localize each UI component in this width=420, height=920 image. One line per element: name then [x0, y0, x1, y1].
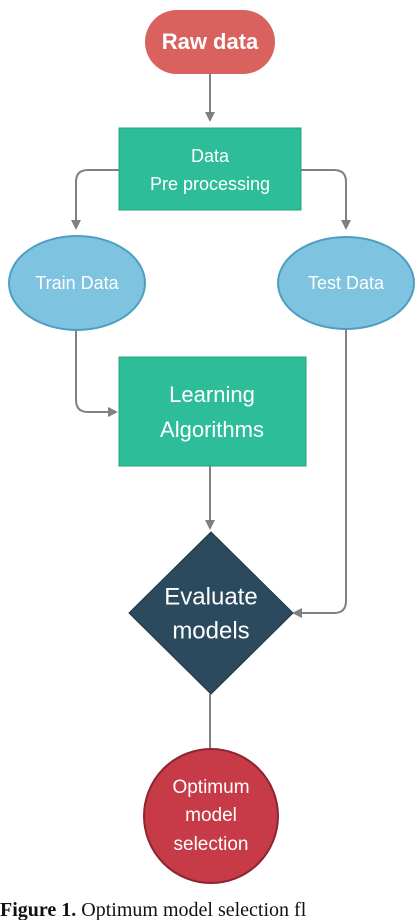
- node-evaluate-models: Evaluate models: [128, 531, 294, 695]
- preprocessing-label-line2: Pre processing: [150, 174, 270, 194]
- connector-preprocessing-to-train: [71, 169, 119, 230]
- preprocessing-label-line1: Data: [191, 146, 230, 166]
- node-optimum-model-selection: Optimum model selection: [143, 748, 279, 884]
- evaluate-models-label-line1: Evaluate: [164, 583, 257, 610]
- evaluate-models-label-line2: models: [172, 617, 249, 644]
- learning-algorithms-label-line2: Algorithms: [160, 417, 264, 442]
- optimum-label-line1: Optimum: [172, 777, 249, 798]
- train-data-label: Train Data: [35, 273, 119, 293]
- preprocessing-shape: [118, 127, 302, 211]
- evaluate-models-shape: [128, 531, 294, 695]
- connector-train-to-learning: [75, 328, 118, 417]
- node-train-data: Train Data: [8, 235, 146, 331]
- connectors: [71, 74, 351, 750]
- test-data-label: Test Data: [308, 273, 385, 293]
- optimum-model-selection-shape: [143, 748, 279, 884]
- node-learning-algorithms: Learning Algorithms: [118, 356, 307, 467]
- figure-caption-text: Optimum model selection fl: [81, 900, 307, 920]
- learning-algorithms-label-line1: Learning: [169, 382, 255, 407]
- figure-caption-label: Figure 1.: [0, 900, 77, 920]
- learning-algorithms-shape: [118, 356, 307, 467]
- figure-caption: Figure 1. Optimum model selection fl: [0, 900, 420, 920]
- raw-data-shape: [145, 10, 275, 74]
- connector-preprocessing-to-test: [301, 169, 351, 230]
- node-preprocessing: Data Pre processing: [118, 127, 302, 211]
- raw-data-label: Raw data: [162, 29, 259, 54]
- train-data-shape: [8, 235, 146, 331]
- optimum-label-line2: model: [185, 805, 237, 826]
- test-data-shape: [277, 236, 415, 330]
- optimum-label-line3: selection: [174, 834, 249, 855]
- connector-test-to-evaluate: [292, 326, 347, 618]
- node-test-data: Test Data: [277, 236, 415, 330]
- node-raw-data: Raw data: [145, 10, 275, 74]
